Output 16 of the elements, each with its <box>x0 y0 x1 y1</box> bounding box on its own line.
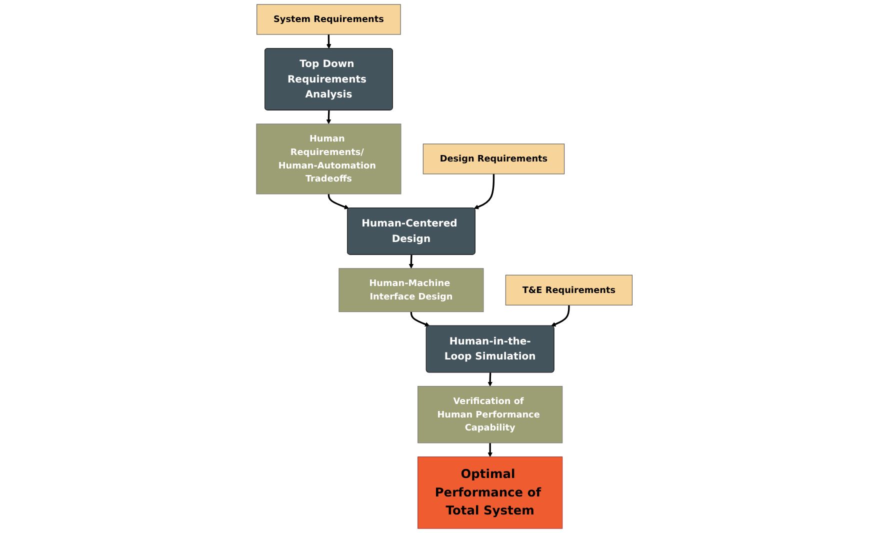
arrow <box>550 305 570 327</box>
node-box <box>505 274 632 306</box>
node-box <box>422 144 564 174</box>
node-box <box>417 386 562 444</box>
arrow <box>326 110 331 124</box>
arrow <box>328 194 349 210</box>
node-box <box>256 4 400 35</box>
node-box <box>417 456 562 529</box>
arrow <box>473 174 494 210</box>
node-box <box>256 124 401 194</box>
arrow <box>410 312 430 327</box>
node-box <box>338 268 484 312</box>
arrow <box>326 34 331 49</box>
arrow <box>487 442 492 458</box>
arrow <box>408 254 414 269</box>
arrow <box>487 372 492 386</box>
